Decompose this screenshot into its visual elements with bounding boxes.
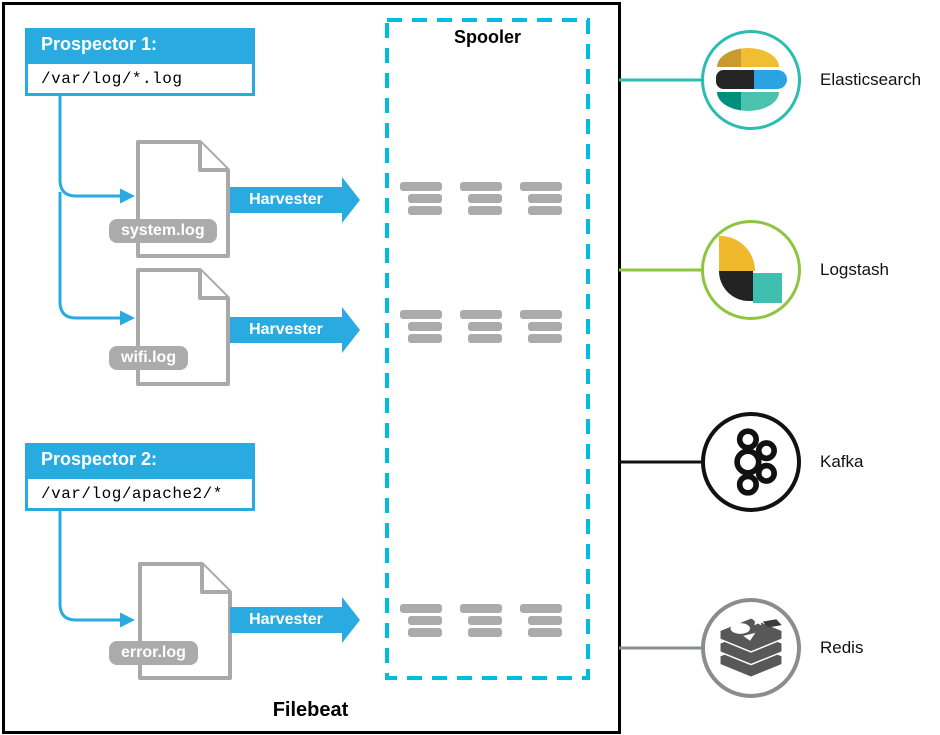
event-lines-group: [520, 604, 562, 637]
prospector-2-title: Prospector 2:: [25, 443, 255, 476]
filebeat-title: Filebeat: [272, 699, 349, 721]
kafka-icon: [734, 428, 777, 496]
file-name-badge: wifi.log: [109, 346, 189, 370]
redis-output-node: [701, 598, 801, 698]
output-label-redis: Redis: [820, 638, 864, 657]
harvester-label: Harvester: [249, 191, 323, 208]
redis-icon: [719, 614, 783, 678]
output-label-elasticsearch: Elasticsearch: [820, 70, 922, 89]
event-lines-group: [460, 310, 502, 343]
event-lines-group: [460, 604, 502, 637]
prospector-1-path: /var/log/*.log: [25, 61, 255, 96]
spooler-box: Spooler: [385, 18, 590, 680]
harvester-arrow: Harvester: [230, 597, 360, 643]
kafka-output-node: [701, 412, 801, 512]
file-name-badge: error.log: [109, 641, 198, 665]
elasticsearch-icon: [715, 48, 787, 112]
logstash-output-node: [701, 220, 801, 320]
prospector-2-path: /var/log/apache2/*: [25, 476, 255, 511]
harvester-label: Harvester: [249, 321, 323, 338]
elasticsearch-output-node: [701, 30, 801, 130]
file-name-badge: system.log: [109, 219, 217, 243]
prospector-2-box: Prospector 2: /var/log/apache2/*: [25, 443, 255, 511]
output-connector-lines: [619, 78, 702, 650]
event-lines-group: [520, 182, 562, 215]
prospector-1-title: Prospector 1:: [25, 28, 255, 61]
spooler-title: Spooler: [453, 27, 521, 47]
harvester-arrow: Harvester: [230, 177, 360, 223]
event-lines-group: [400, 604, 442, 637]
event-lines-group: [400, 310, 442, 343]
output-label-logstash: Logstash: [820, 260, 889, 279]
logstash-icon: [719, 236, 783, 304]
event-lines-group: [400, 182, 442, 215]
event-lines-group: [460, 182, 502, 215]
prospector-1-box: Prospector 1: /var/log/*.log: [25, 28, 255, 96]
output-label-kafka: Kafka: [820, 452, 864, 471]
harvester-arrow: Harvester: [230, 307, 360, 353]
event-lines-group: [520, 310, 562, 343]
harvester-label: Harvester: [249, 611, 323, 628]
spooler-dashed-border: [385, 18, 590, 680]
filebeat-box: [2, 2, 621, 734]
